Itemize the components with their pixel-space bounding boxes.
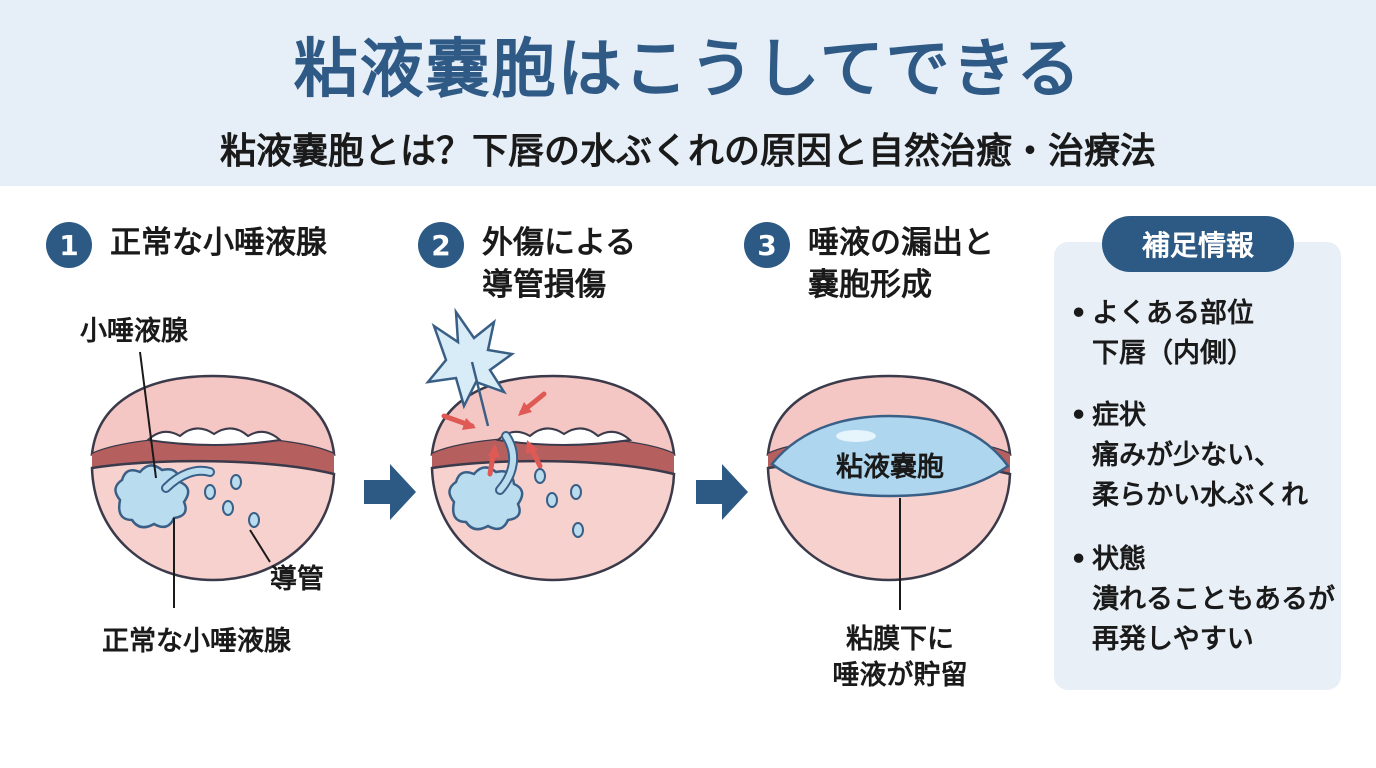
saliva-drop — [230, 474, 242, 490]
label-saliva-retention: 粘膜下に 唾液が貯留 — [790, 622, 1010, 694]
page-title: 粘液嚢胞はこうしてできる — [293, 33, 1083, 107]
step-3-number: 3 — [744, 222, 790, 268]
header-band — [0, 0, 1376, 186]
info-heading-status: 状態 — [1092, 544, 1146, 575]
injury-line — [470, 361, 490, 427]
info-panel — [1054, 242, 1341, 690]
step-3-title-line2: 嚢胞形成 — [808, 267, 932, 303]
illustration-normal-gland — [90, 351, 336, 608]
step-1-number: 1 — [46, 222, 92, 268]
label-retention-line2: 唾液が貯留 — [832, 660, 968, 691]
step-2-title-line1: 外傷による — [482, 225, 637, 261]
info-item-location: •よくある部位 下唇（内側） — [1070, 294, 1254, 374]
step-2-title: 外傷による 導管損傷 — [482, 222, 636, 306]
teeth — [145, 427, 283, 446]
saliva-drop — [572, 522, 584, 538]
step-2-heading: 2 外傷による 導管損傷 — [418, 222, 636, 306]
step-3-heading: 3 唾液の漏出と 嚢胞形成 — [744, 222, 994, 306]
info-desc-symptoms-2: 柔らかい水ぶくれ — [1092, 480, 1308, 511]
info-desc-location: 下唇（内側） — [1092, 338, 1254, 369]
info-heading-location: よくある部位 — [1092, 298, 1254, 329]
saliva-drop — [534, 468, 546, 484]
bullet: • — [1070, 298, 1088, 329]
teeth — [495, 427, 633, 446]
page-subtitle: 粘液嚢胞とは？下唇の水ぶくれの原因と自然治癒・治療法 — [219, 131, 1156, 172]
right-arrow-icon — [696, 464, 748, 520]
step-3-title: 唾液の漏出と 嚢胞形成 — [808, 222, 994, 306]
info-panel-title: 補足情報 — [1102, 216, 1294, 272]
right-arrow-icon — [364, 464, 416, 520]
saliva-drop — [546, 492, 558, 508]
label-duct: 導管 — [270, 564, 324, 595]
info-desc-status-1: 潰れることもあるが — [1092, 584, 1335, 615]
step-2-number: 2 — [418, 222, 464, 268]
step-3-title-line1: 唾液の漏出と — [808, 225, 994, 261]
label-minor-salivary-gland: 小唾液腺 — [80, 316, 188, 347]
label-retention-line1: 粘膜下に — [846, 624, 954, 655]
saliva-drop — [222, 500, 234, 516]
saliva-drop — [204, 484, 216, 500]
info-desc-status-2: 再発しやすい — [1092, 624, 1254, 655]
step-2-title-line2: 導管損傷 — [482, 267, 606, 303]
burst-icon — [425, 307, 516, 410]
mouth-interior — [432, 437, 674, 474]
step-1-heading: 1 正常な小唾液腺 — [46, 222, 327, 268]
info-item-symptoms: •症状 痛みが少ない、 柔らかい水ぶくれ — [1070, 396, 1308, 516]
bullet: • — [1070, 400, 1088, 431]
label-mucocele: 粘液嚢胞 — [836, 452, 944, 483]
illustration-mucocele — [766, 374, 1012, 610]
info-item-status: •状態 潰れることもあるが 再発しやすい — [1070, 540, 1335, 660]
bullet: • — [1070, 544, 1088, 575]
mucocele-cyst — [770, 414, 1010, 498]
info-desc-symptoms-1: 痛みが少ない、 — [1092, 440, 1281, 471]
cyst-highlight — [836, 430, 876, 442]
saliva-drop — [570, 484, 582, 500]
leader-line — [249, 529, 271, 563]
saliva-drop — [248, 512, 260, 528]
label-normal-gland: 正常な小唾液腺 — [102, 626, 291, 657]
illustration-duct-injury — [425, 307, 676, 582]
leader-line — [139, 351, 157, 479]
step-1-title: 正常な小唾液腺 — [110, 225, 327, 261]
info-heading-symptoms: 症状 — [1092, 400, 1146, 431]
